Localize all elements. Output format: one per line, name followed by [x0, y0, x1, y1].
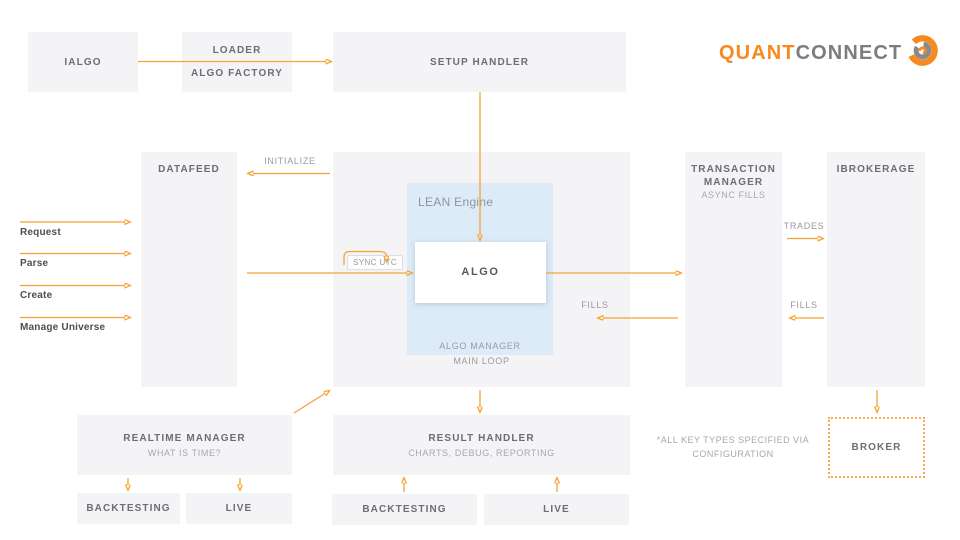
node-realtime-manager-subtitle: WHAT IS TIME?: [147, 448, 222, 458]
node-algo: ALGO: [415, 242, 546, 303]
node-setup-handler-title: SETUP HANDLER: [429, 56, 530, 68]
parse-label: Parse: [20, 258, 49, 269]
node-lean-engine-label: LEAN Engine: [418, 195, 494, 209]
node-loader-algo-factory: LOADER ALGO FACTORY: [182, 32, 292, 92]
footnote: *ALL KEY TYPES SPECIFIED VIA CONFIGURATI…: [644, 433, 822, 461]
logo-text-quant: QUANT: [719, 42, 796, 64]
create-label: Create: [20, 290, 53, 301]
node-ialgo: IALGO: [28, 32, 138, 92]
fills-center-label: FILLS: [581, 300, 609, 310]
main-loop-label: MAIN LOOP: [453, 356, 510, 366]
node-transaction-manager-line2: MANAGER: [703, 177, 764, 188]
node-ialgo-title: IALGO: [64, 56, 102, 68]
request-label: Request: [20, 227, 61, 238]
algo-manager-label: ALGO MANAGER: [439, 341, 521, 351]
node-live-center: LIVE: [484, 494, 629, 525]
fills-right-label: FILLS: [790, 300, 818, 310]
node-broker: BROKER: [828, 417, 925, 478]
logo-text-connect: CONNECT: [795, 42, 903, 64]
node-realtime-manager: REALTIME MANAGER WHAT IS TIME?: [77, 415, 292, 475]
initialize-label: INITIALIZE: [264, 156, 316, 166]
node-live-center-title: LIVE: [543, 504, 570, 515]
node-datafeed-title: DATAFEED: [158, 164, 220, 175]
node-backtesting-center: BACKTESTING: [332, 494, 477, 525]
node-algo-title: ALGO: [461, 266, 500, 278]
footnote-line1: *ALL KEY TYPES SPECIFIED VIA: [656, 435, 810, 445]
footnote-line2: CONFIGURATION: [692, 449, 774, 459]
node-transaction-manager-subtitle: ASYNC FILLS: [701, 190, 766, 200]
node-loader-line2: ALGO FACTORY: [190, 68, 284, 79]
node-result-handler: RESULT HANDLER CHARTS, DEBUG, REPORTING: [333, 415, 630, 475]
node-loader-line1: LOADER: [212, 45, 262, 56]
node-setup-handler: SETUP HANDLER: [333, 32, 626, 92]
node-transaction-manager-line1: TRANSACTION: [691, 164, 776, 175]
node-datafeed: DATAFEED: [141, 152, 237, 387]
node-result-handler-title: RESULT HANDLER: [428, 433, 535, 444]
node-realtime-manager-title: REALTIME MANAGER: [123, 433, 246, 444]
node-transaction-manager: TRANSACTION MANAGER ASYNC FILLS: [685, 152, 782, 387]
trades-label: TRADES: [783, 221, 825, 231]
node-live-left-title: LIVE: [225, 503, 253, 514]
quantconnect-swirl-icon: [907, 34, 939, 66]
node-backtesting-left: BACKTESTING: [77, 493, 180, 524]
node-result-handler-subtitle: CHARTS, DEBUG, REPORTING: [408, 448, 555, 458]
manage-universe-label: Manage Universe: [20, 322, 106, 333]
sync-utc-label: SYNC UTC: [347, 255, 404, 270]
node-live-left: LIVE: [186, 493, 292, 524]
node-broker-title: BROKER: [851, 442, 902, 453]
arrow-realtime-manager-to-main-loop: [293, 394, 325, 414]
node-backtesting-left-title: BACKTESTING: [86, 503, 171, 514]
node-ibrokerage-title: IBROKERAGE: [836, 164, 916, 175]
node-backtesting-center-title: BACKTESTING: [362, 504, 447, 515]
node-ibrokerage: IBROKERAGE: [827, 152, 925, 387]
